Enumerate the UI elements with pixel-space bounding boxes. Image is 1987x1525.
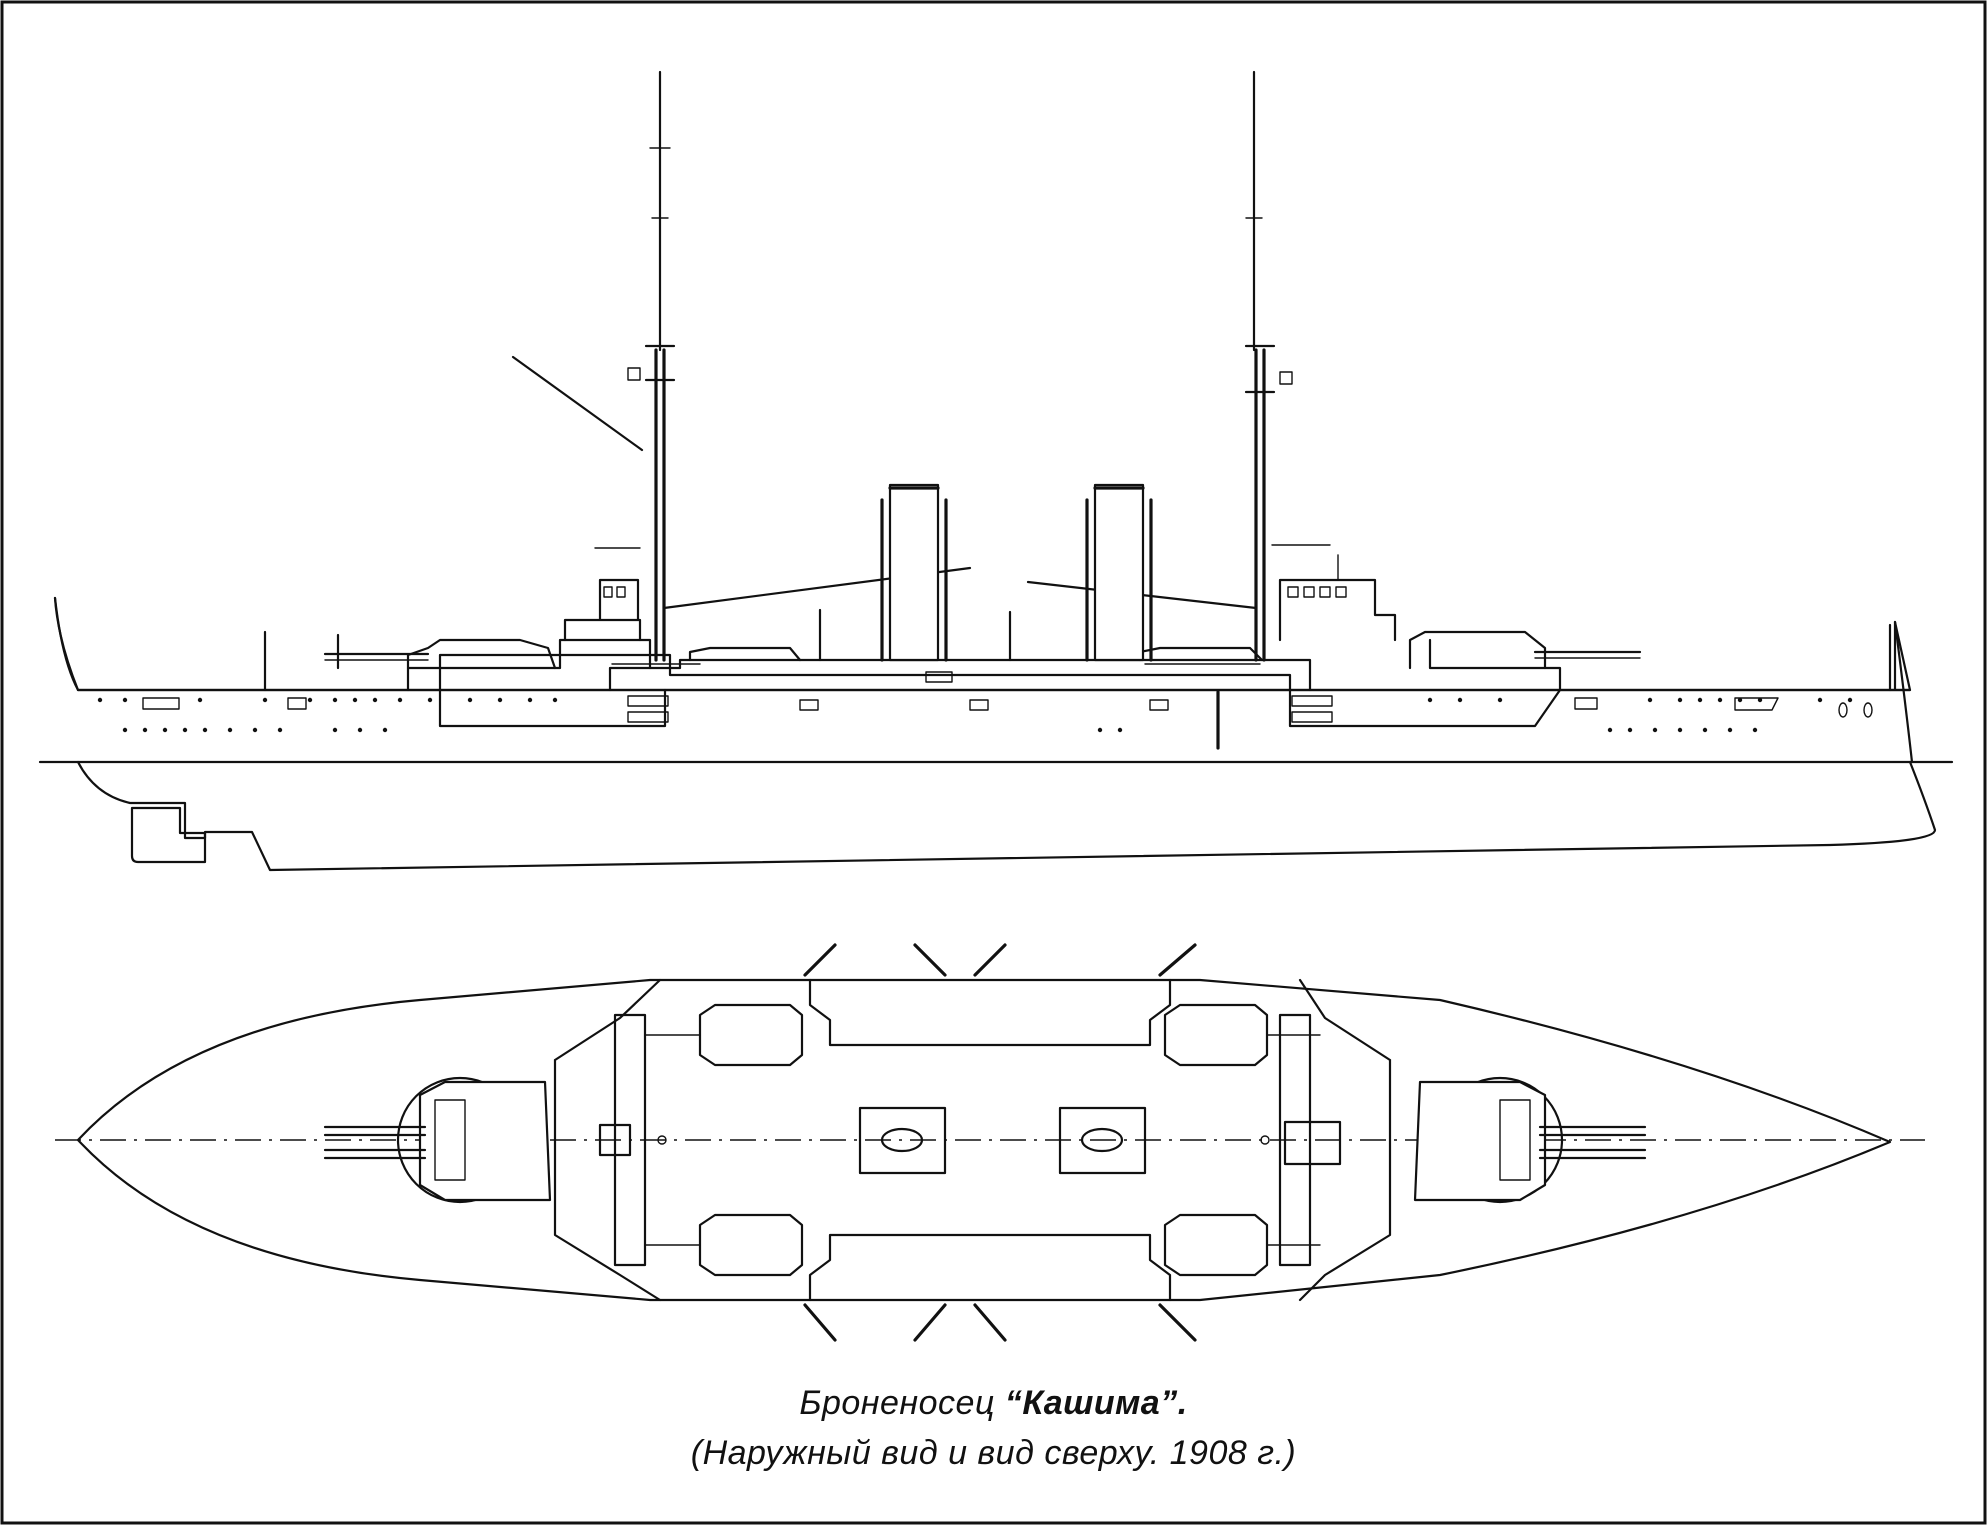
wing-turret-aft [690, 648, 800, 660]
wing-turret-plan [1165, 1215, 1267, 1275]
aft-casemate [408, 640, 665, 726]
rudder [132, 808, 205, 862]
searchlight [1280, 372, 1292, 384]
caption-title: Броненосец “Кашима”. [0, 1384, 1987, 1423]
bow-stem [1895, 622, 1912, 762]
fore-funnel [1095, 485, 1143, 660]
deck-outline [78, 980, 1890, 1300]
casemate-port [1150, 700, 1168, 710]
casemate-port [143, 698, 179, 709]
midship-boats [810, 980, 1170, 1045]
midship-boats [810, 1235, 1170, 1300]
gun-port [1292, 696, 1332, 706]
wing-turret-fore [1140, 648, 1262, 660]
gun-port [628, 712, 668, 722]
central-deck [555, 980, 660, 1300]
funnel-opening [882, 1129, 922, 1151]
wing-turret-plan [1165, 1005, 1267, 1065]
aft-bridge-deck [615, 1015, 645, 1265]
searchlight [628, 368, 640, 380]
casemate-port [288, 698, 306, 709]
fore-casemate [1290, 640, 1560, 726]
fore-bridge-window [1304, 587, 1314, 597]
capstan [658, 1136, 666, 1144]
funnel-casing [1060, 1108, 1145, 1173]
top-view [55, 945, 1925, 1340]
fore-bridge [1280, 580, 1395, 640]
fore-bridge-window [1336, 587, 1346, 597]
ship-name: “Кашима” [1004, 1384, 1178, 1422]
hawse-pipe [1864, 703, 1872, 717]
fore-turret-plan [1415, 1082, 1545, 1200]
fore-bridge-deck [1280, 1015, 1310, 1265]
central-deck [1300, 980, 1390, 1300]
aft-turret-hood [435, 1100, 465, 1180]
casemate-port [800, 700, 818, 710]
aft-funnel [890, 485, 938, 660]
gun-port [1292, 712, 1332, 722]
hull-outline [55, 598, 1910, 690]
casemate-port [926, 672, 952, 682]
aft-bridge-window [617, 587, 625, 597]
funnel-opening [1082, 1129, 1122, 1151]
aft-bridge [565, 580, 640, 640]
stern-post [55, 598, 78, 690]
gun-port [628, 696, 668, 706]
hull-underwater [78, 762, 1935, 870]
hatch [600, 1125, 630, 1155]
casemate-port [1575, 698, 1597, 709]
wing-turret-plan [700, 1215, 802, 1275]
caption-suffix: . [1177, 1384, 1188, 1422]
portholes-upper [97, 697, 1853, 703]
casemate-port [1735, 698, 1778, 710]
fore-bridge-window [1320, 587, 1330, 597]
fore-turret-hood [1500, 1100, 1530, 1180]
casemate-port [970, 700, 988, 710]
wing-turret-plan [700, 1005, 802, 1065]
caption-prefix: Броненосец [799, 1384, 1005, 1422]
aft-bridge-window [604, 587, 612, 597]
side-view [40, 72, 1952, 870]
hawse-pipe [1839, 703, 1847, 717]
portholes-lower [122, 727, 1758, 733]
boat-booms [805, 945, 1195, 1340]
aft-turret-plan [420, 1082, 550, 1200]
capstan [1261, 1136, 1269, 1144]
fore-bridge-window [1288, 587, 1298, 597]
caption-subtitle: (Наружный вид и вид сверху. 1908 г.) [690, 1434, 1297, 1472]
funnel-casing [860, 1108, 945, 1173]
derrick-boom [513, 357, 642, 450]
hatch [1285, 1122, 1340, 1164]
